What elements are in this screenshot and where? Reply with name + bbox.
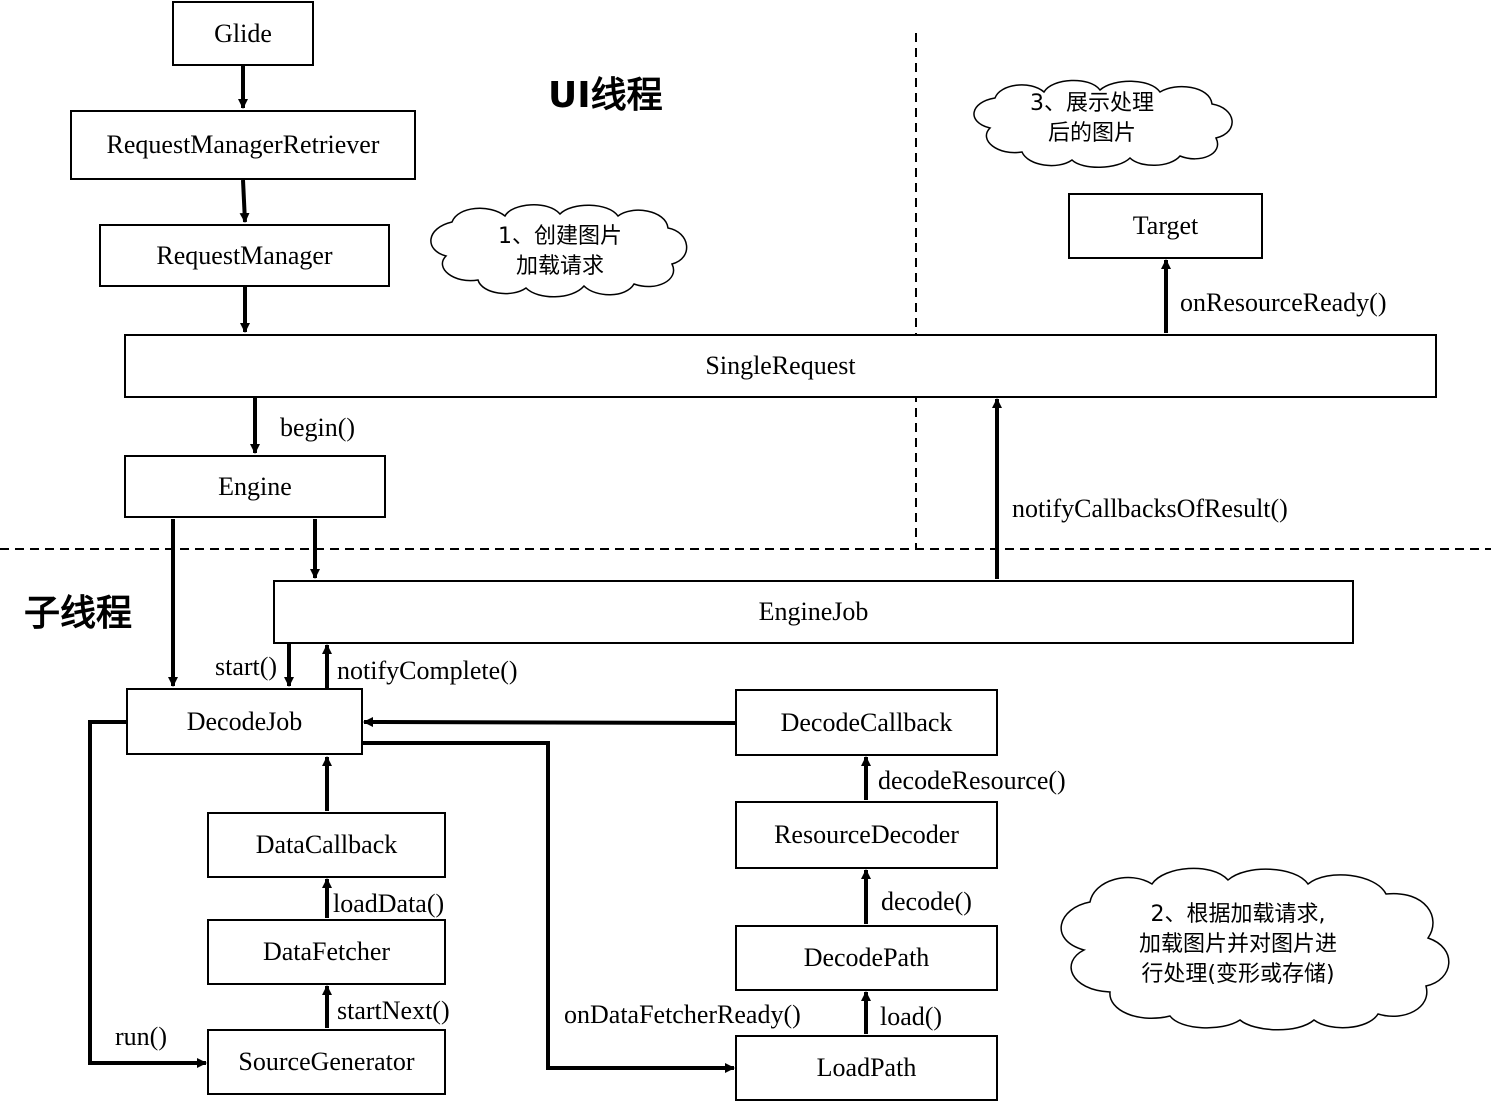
edge-decodejob-run — [88, 720, 207, 1068]
ui-thread-label: UI线程 — [548, 75, 663, 116]
node-decode-callback: DecodeCallback — [735, 689, 998, 756]
node-engine-job: EngineJob — [273, 580, 1354, 644]
edge-label-load-data: loadData() — [333, 889, 445, 918]
node-load-path: LoadPath — [735, 1035, 998, 1101]
note-decode-transform: 2、根据加载请求, 加载图片并对图片进 行处理(变形或存储) — [1108, 900, 1368, 990]
node-data-callback: DataCallback — [207, 812, 446, 878]
edge-label-notify-callbacks-of-result: notifyCallbacksOfResult() — [1012, 494, 1288, 523]
note-display-line-1: 3、展示处理 — [1030, 91, 1154, 116]
cloud-note-1-shape — [430, 204, 688, 298]
edge-label-start: start() — [215, 652, 278, 681]
node-decode-job: DecodeJob — [126, 688, 363, 755]
edge-decodejob-to-loadpath — [362, 741, 735, 1073]
edge-label-on-data-fetcher-ready: onDataFetcherReady() — [564, 1000, 801, 1029]
edge-label-on-resource-ready: onResourceReady() — [1180, 288, 1387, 317]
edge-label-load: load() — [880, 1002, 943, 1031]
node-target: Target — [1068, 193, 1263, 259]
node-source-generator: SourceGenerator — [207, 1029, 446, 1095]
note-display: 3、展示处理 后的图片 — [992, 89, 1192, 149]
node-resource-decoder: ResourceDecoder — [735, 801, 998, 869]
worker-thread-label: 子线程 — [24, 593, 133, 634]
edge-label-decode-resource: decodeResource() — [878, 766, 1066, 795]
note-create-request-line-2: 加载请求 — [515, 254, 604, 279]
node-glide: Glide — [172, 1, 314, 66]
node-single-request: SingleRequest — [124, 334, 1437, 398]
edge-label-begin: begin() — [280, 413, 356, 442]
node-data-fetcher: DataFetcher — [207, 919, 446, 985]
node-request-manager: RequestManager — [99, 224, 390, 287]
cloud-note-2-shape — [1060, 867, 1450, 1031]
edge-label-notify-complete: notifyComplete() — [337, 656, 518, 685]
edge-label-start-next: startNext() — [337, 996, 450, 1025]
node-engine: Engine — [124, 455, 386, 518]
node-decode-path: DecodePath — [735, 925, 998, 991]
note-decode-transform-line-2: 加载图片并对图片进 — [1138, 932, 1337, 957]
note-decode-transform-line-3: 行处理(变形或存储) — [1141, 962, 1335, 987]
edge-decodecallback-to-decodejob — [363, 717, 736, 728]
note-decode-transform-line-1: 2、根据加载请求, — [1150, 902, 1326, 927]
edge-label-run: run() — [115, 1022, 167, 1051]
note-create-request-line-1: 1、创建图片 — [498, 224, 622, 249]
edge-retriever-to-manager — [239, 179, 250, 223]
edge-label-decode: decode() — [881, 887, 972, 916]
cloud-note-3-shape — [973, 79, 1233, 168]
note-display-line-2: 后的图片 — [1047, 121, 1136, 146]
node-request-manager-retriever: RequestManagerRetriever — [70, 110, 416, 180]
note-create-request: 1、创建图片 加载请求 — [458, 222, 662, 282]
